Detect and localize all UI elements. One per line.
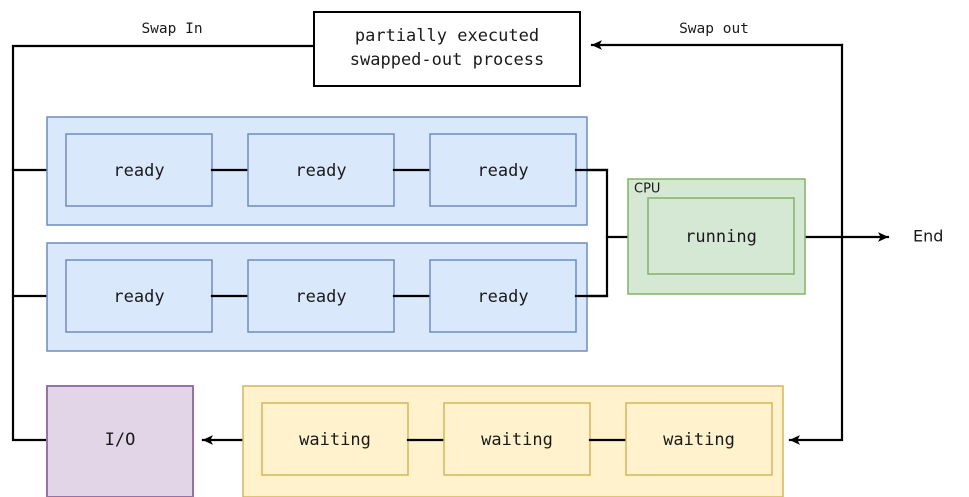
io-box — [46, 385, 194, 497]
swapped-out-process-node: partially executed swapped-out process — [313, 11, 581, 87]
ready-queue-bottom-item-3-box — [429, 259, 577, 333]
running-box — [647, 197, 795, 275]
ready-queue-bottom-item-3-label: ready — [477, 287, 528, 307]
edge-swap-out — [590, 40, 844, 445]
ready-queue-top-item-2-label: ready — [295, 161, 346, 181]
ready-queue-bottom-item-1-label: ready — [113, 287, 164, 307]
waiting-queue-item-1-box — [261, 402, 409, 476]
swapped-out-process-box — [313, 11, 581, 87]
ready-queue-top: ready ready ready — [46, 116, 609, 226]
running-label: running — [685, 227, 757, 247]
swap-in-label: Swap In — [141, 21, 202, 37]
swap-out-path-down — [788, 43, 844, 445]
end-label: End — [913, 227, 943, 246]
waiting-queue: waiting waiting waiting — [242, 385, 784, 497]
waiting-queue-item-3-label: waiting — [663, 430, 735, 450]
io-group: I/O — [46, 385, 194, 497]
ready-queue-top-item-3-label: ready — [477, 161, 528, 181]
ready-queue-top-item-2-box — [247, 133, 395, 207]
io-label: I/O — [105, 430, 136, 450]
ready-queue-bottom: ready ready ready — [46, 242, 609, 352]
waiting-queue-item-3-box — [625, 402, 773, 476]
waiting-queue-item-1-label: waiting — [299, 430, 371, 450]
swap-out-label: Swap out — [679, 21, 749, 37]
swapped-out-process-label-line1: partially executed — [355, 26, 539, 46]
swapped-out-process-label-line2: swapped-out process — [350, 50, 544, 70]
ready-queue-bottom-item-1-box — [65, 259, 213, 333]
ready-merge-path — [585, 168, 609, 298]
waiting-queue-item-2-label: waiting — [481, 430, 553, 450]
ready-queue-bottom-item-2-label: ready — [295, 287, 346, 307]
ready-queue-top-item-1-box — [65, 133, 213, 207]
ready-queue-top-item-1-label: ready — [113, 161, 164, 181]
waiting-queue-item-2-box — [443, 402, 591, 476]
ready-queue-top-item-3-box — [429, 133, 577, 207]
cpu-group: CPU running — [627, 178, 806, 295]
ready-queue-bottom-item-2-box — [247, 259, 395, 333]
cpu-container-label: CPU — [634, 182, 660, 197]
